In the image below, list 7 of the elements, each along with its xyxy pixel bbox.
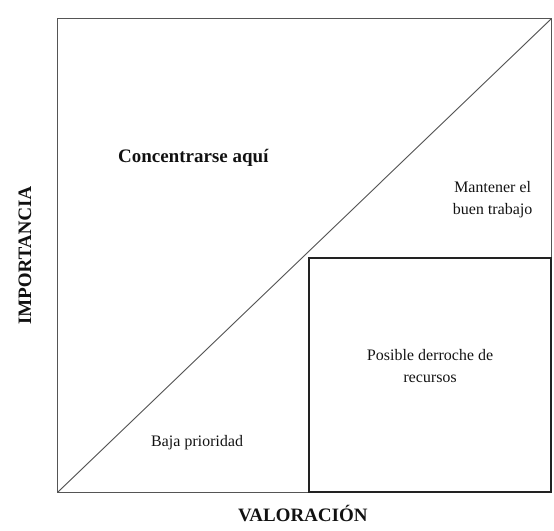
quadrant-text: Posible derroche de recursos: [366, 346, 494, 388]
x-axis-title: VALORACIÓN: [238, 504, 368, 528]
quadrant-box: [308, 257, 552, 493]
quadrant-label: Concentrarse aquí: [118, 145, 268, 169]
quadrant-label: Mantener el buen trabajo: [452, 178, 534, 220]
quadrant-label: Baja prioridad: [151, 432, 243, 452]
y-axis-title: IMPORTANCIA: [14, 186, 37, 324]
